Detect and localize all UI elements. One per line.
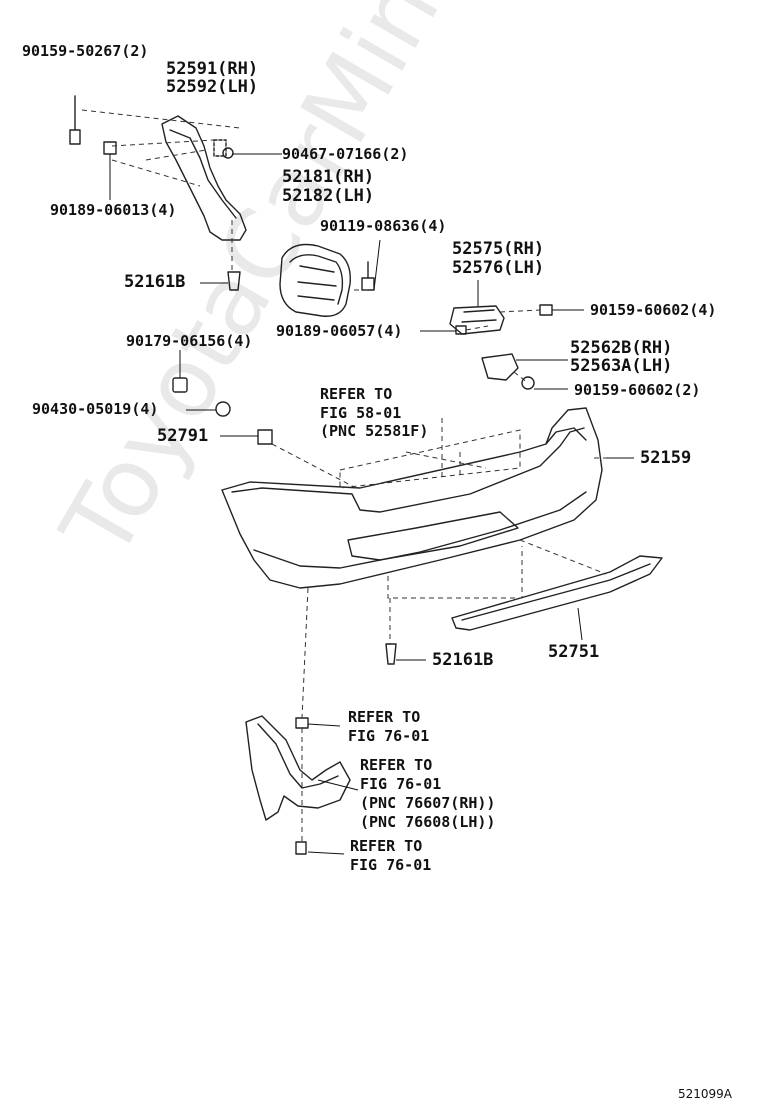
- refer-pnc-label: (PNC 76608(LH)): [360, 813, 496, 831]
- leader-lines: [109, 153, 634, 855]
- rear-bumper-cover: [221, 407, 603, 589]
- part-label-52563a-lh: 52563A(LH): [570, 356, 673, 376]
- bumper-side-retainer: [481, 353, 519, 381]
- part-label-52576-lh: 52576(LH): [452, 258, 545, 278]
- refer-fig-label: FIG 58-01: [320, 404, 402, 422]
- refer-pnc-label: (PNC 76607(RH)): [360, 794, 496, 812]
- part-label-90189-06013: 90189-06013(4): [50, 201, 177, 219]
- part-label-90179-06156: 90179-06156(4): [126, 332, 253, 350]
- part-label-52181-rh: 52181(RH): [282, 167, 375, 187]
- figure-id: 521099A: [678, 1087, 733, 1101]
- part-label-52161b-lower: 52161B: [432, 650, 494, 670]
- refer-to-label: REFER TO: [350, 837, 423, 855]
- part-label-52791: 52791: [157, 426, 209, 446]
- refer-to-label: REFER TO: [320, 385, 393, 403]
- part-label-52182-lh: 52182(LH): [282, 186, 375, 206]
- part-label-90119-08636: 90119-08636(4): [320, 217, 447, 235]
- part-label-90159-60602-4: 90159-60602(4): [590, 301, 717, 319]
- reflector-lamp-housing: [279, 243, 351, 317]
- assembly-lines: [81, 109, 618, 842]
- refer-to-label: REFER TO: [348, 708, 421, 726]
- part-label-52575-rh: 52575(RH): [452, 239, 545, 259]
- part-label-90159-60602-2: 90159-60602(2): [574, 381, 701, 399]
- mud-guard-part: [161, 115, 247, 241]
- refer-to-label: REFER TO: [360, 756, 433, 774]
- part-label-52159: 52159: [640, 448, 692, 468]
- part-label-90189-06057: 90189-06057(4): [276, 322, 403, 340]
- part-label-90430-05019: 90430-05019(4): [32, 400, 159, 418]
- part-label-52751: 52751: [548, 642, 600, 662]
- bumper-retainer-bracket: [449, 305, 505, 335]
- refer-fig-label: FIG 76-01: [348, 727, 430, 745]
- part-label-52161b-upper: 52161B: [124, 272, 186, 292]
- part-label-52591-rh: 52591(RH): [166, 59, 259, 79]
- rear-mudflap: [245, 715, 351, 821]
- refer-fig-label: FIG 76-01: [360, 775, 442, 793]
- refer-fig-label: FIG 76-01: [350, 856, 432, 874]
- part-label-90467-07166: 90467-07166(2): [282, 145, 409, 163]
- part-label-90159-50267: 90159-50267(2): [22, 42, 149, 60]
- refer-pnc-label: (PNC 52581F): [320, 422, 429, 440]
- bumper-reflector-strip: [451, 555, 663, 631]
- part-label-52592-lh: 52592(LH): [166, 77, 259, 97]
- part-label-52562b-rh: 52562B(RH): [570, 338, 673, 358]
